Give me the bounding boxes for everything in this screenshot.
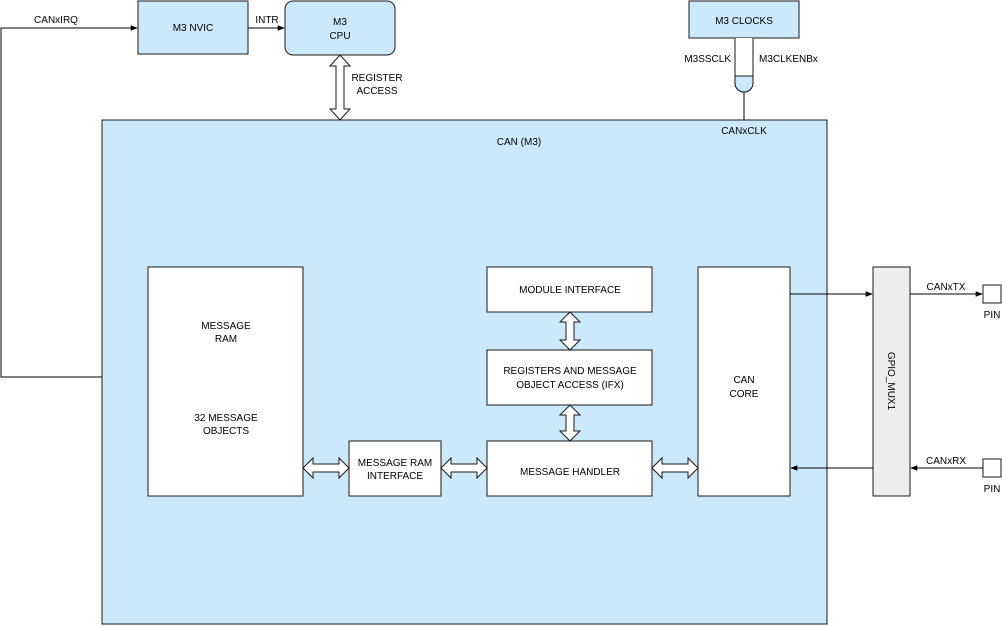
message-handler-label: MESSAGE HANDLER bbox=[520, 467, 620, 478]
gpio-mux-block bbox=[872, 266, 911, 497]
m3-nvic-label: M3 NVIC bbox=[173, 23, 214, 34]
message-objects-label-1: 32 MESSAGE bbox=[194, 413, 258, 424]
ram-to-interface-arrow bbox=[302, 456, 350, 480]
message-ram-interface-label-1: MESSAGE RAM bbox=[358, 458, 432, 469]
can-core-label-2: CORE bbox=[730, 389, 759, 400]
m3-cpu-label-1: M3 bbox=[333, 17, 347, 28]
m3ssclk-label: M3SSCLK bbox=[684, 54, 731, 65]
m3-nvic-block bbox=[137, 0, 249, 55]
pin-tx-icon bbox=[982, 284, 1002, 304]
register-access-arrow bbox=[328, 54, 352, 121]
intr-label: INTR bbox=[255, 15, 278, 26]
pin-rx-icon bbox=[982, 458, 1002, 478]
message-objects-label-2: OBJECTS bbox=[203, 426, 249, 437]
registers-ifx-label-1: REGISTERS AND MESSAGE bbox=[503, 366, 637, 377]
handler-to-core-arrow bbox=[651, 456, 699, 480]
clock-gate-fill bbox=[734, 75, 754, 93]
can-core-label-1: CAN bbox=[733, 375, 754, 386]
registers-ifx-block bbox=[486, 349, 653, 406]
canxirq-wire bbox=[0, 25, 138, 378]
m3-clocks-block bbox=[688, 0, 800, 39]
canxclk-label: CANxCLK bbox=[721, 126, 767, 137]
can-module-label: CAN (M3) bbox=[497, 137, 541, 148]
module-interface-label: MODULE INTERFACE bbox=[519, 285, 621, 296]
canxtx-label: CANxTX bbox=[927, 282, 966, 293]
m3-cpu-label-2: CPU bbox=[329, 31, 350, 42]
m3-clocks-label: M3 CLOCKS bbox=[715, 16, 773, 27]
m3-cpu-block bbox=[284, 0, 396, 56]
registers-ifx-label-2: OBJECT ACCESS (IFX) bbox=[516, 380, 624, 391]
canxirq-label: CANxIRQ bbox=[34, 15, 78, 26]
canxrx-label: CANxRX bbox=[926, 456, 966, 467]
pin-rx-label: PIN bbox=[984, 484, 1001, 495]
message-ram-label-1: MESSAGE bbox=[201, 321, 251, 332]
module-interface-block bbox=[486, 266, 653, 313]
can-core-block bbox=[697, 266, 791, 497]
pin-tx-label: PIN bbox=[984, 310, 1001, 321]
gpio-mux-label: GPIO_MUX1 bbox=[885, 352, 896, 411]
register-access-label-2: ACCESS bbox=[356, 86, 397, 97]
message-ram-interface-label-2: INTERFACE bbox=[367, 471, 423, 482]
m3clkenbx-label: M3CLKENBx bbox=[759, 54, 818, 65]
module-to-registers-arrow bbox=[558, 311, 582, 351]
message-ram-label-2: RAM bbox=[215, 334, 237, 345]
message-ram-block bbox=[147, 266, 304, 497]
registers-to-handler-arrow bbox=[558, 404, 582, 442]
register-access-label-1: REGISTER bbox=[351, 73, 402, 84]
interface-to-handler-arrow bbox=[440, 456, 488, 480]
